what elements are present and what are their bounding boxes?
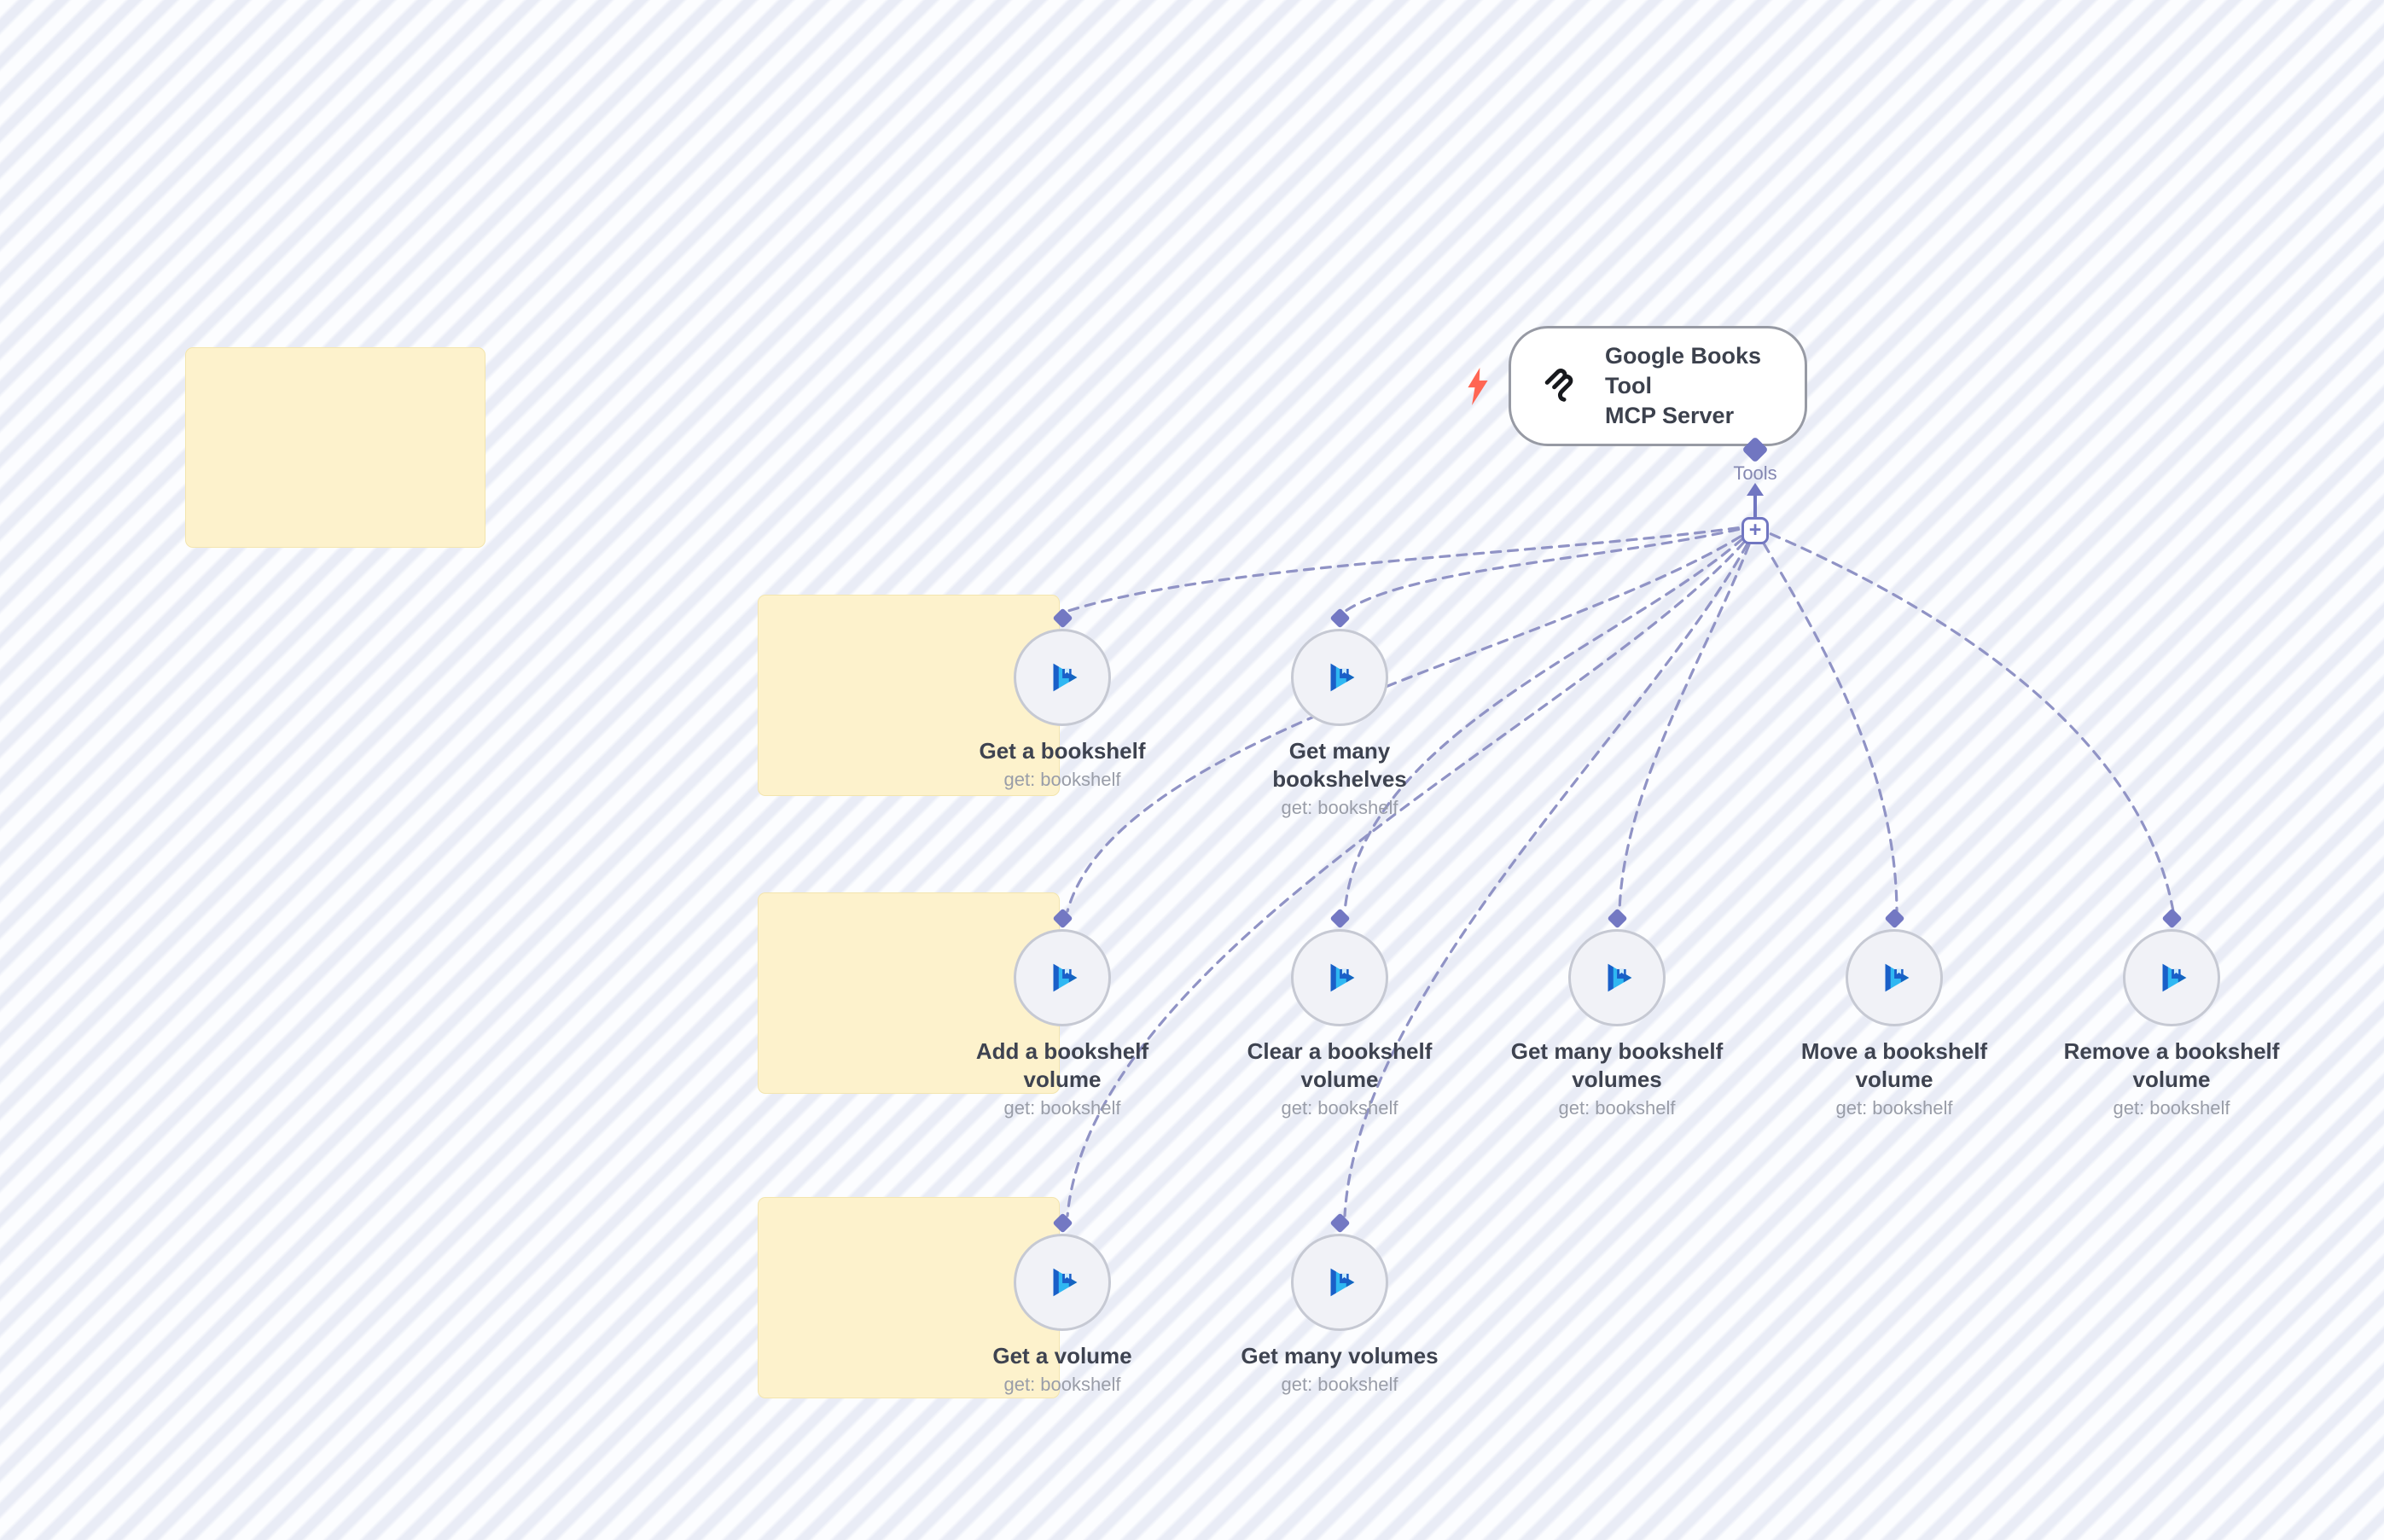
server-title-line2: MCP Server — [1605, 403, 1735, 428]
tool-node-subtitle: get: bookshelf — [2113, 1097, 2230, 1119]
connection-line-get-a-volume[interactable] — [1066, 527, 1757, 1217]
tool-node[interactable]: Get many volumes get: bookshelf — [1220, 1212, 1459, 1396]
sticky-note[interactable] — [185, 347, 486, 548]
input-connector-diamond-icon[interactable] — [1329, 1212, 1351, 1234]
arrow-up-icon — [1747, 483, 1764, 496]
mcp-logo-icon — [1544, 368, 1573, 402]
google-books-icon — [2162, 963, 2187, 992]
tool-node[interactable]: Get many bookshelf volumes get: bookshel… — [1497, 908, 1736, 1119]
server-title-line1: Google Books Tool — [1605, 343, 1762, 398]
add-tool-connection-button[interactable]: + — [1741, 517, 1769, 544]
tool-node-title: Get a bookshelf — [979, 738, 1146, 764]
tool-node-circle[interactable] — [1568, 929, 1666, 1026]
tool-node-subtitle: get: bookshelf — [1003, 1374, 1121, 1395]
tool-node[interactable]: Remove a bookshelf volume get: bookshelf — [2052, 908, 2291, 1119]
tool-node[interactable]: Get a bookshelf get: bookshelf — [943, 607, 1182, 791]
connection-line-remove-a-bookshelf-volume[interactable] — [1753, 526, 2175, 913]
sticky-note[interactable] — [758, 892, 1060, 1094]
tool-node-title: Get many volumes — [1241, 1343, 1439, 1369]
lightning-bolt-icon — [1468, 368, 1488, 405]
tool-node-title: Remove a bookshelf volume — [2063, 1038, 2280, 1092]
tool-node-subtitle: get: bookshelf — [1281, 1097, 1398, 1119]
connection-line-move-a-bookshelf-volume[interactable] — [1753, 527, 1898, 913]
tool-node-title: Get many bookshelves — [1272, 738, 1407, 792]
input-connector-diamond-icon[interactable] — [1606, 908, 1628, 929]
google-books-icon — [1053, 663, 1078, 692]
tool-node-circle[interactable] — [1014, 929, 1111, 1026]
tool-node[interactable]: Get many bookshelves get: bookshelf — [1220, 607, 1459, 819]
tool-node-title: Get many bookshelf volumes — [1510, 1038, 1724, 1092]
input-connector-diamond-icon[interactable] — [1883, 908, 1905, 929]
tool-node[interactable]: Clear a bookshelf volume get: bookshelf — [1220, 908, 1459, 1119]
arrow-up-stem — [1753, 493, 1757, 519]
tool-node-title: Clear a bookshelf volume — [1247, 1038, 1433, 1092]
tool-node-circle[interactable] — [1291, 1234, 1388, 1331]
tool-node-title: Get a volume — [992, 1343, 1132, 1369]
input-connector-diamond-icon[interactable] — [1051, 908, 1073, 929]
google-books-icon — [1330, 1268, 1355, 1297]
tool-node-subtitle: get: bookshelf — [1558, 1097, 1676, 1119]
tool-node[interactable]: Get a volume get: bookshelf — [943, 1212, 1182, 1396]
connection-line-get-a-bookshelf[interactable] — [1067, 524, 1757, 613]
google-books-icon — [1330, 963, 1355, 992]
tool-node-subtitle: get: bookshelf — [1003, 769, 1121, 790]
sticky-note[interactable] — [758, 1197, 1060, 1398]
tool-node-subtitle: get: bookshelf — [1281, 797, 1398, 818]
tool-node-title: Move a bookshelf volume — [1800, 1038, 1988, 1092]
connection-line-get-many-bookshelf-volumes[interactable] — [1618, 527, 1757, 913]
tool-node-subtitle: get: bookshelf — [1281, 1374, 1398, 1395]
tool-node-circle[interactable] — [1014, 629, 1111, 726]
tool-node-circle[interactable] — [1014, 1234, 1111, 1331]
input-connector-diamond-icon[interactable] — [2160, 908, 2183, 929]
input-connector-diamond-icon[interactable] — [1051, 1212, 1073, 1234]
sticky-note[interactable] — [758, 595, 1060, 796]
google-books-icon — [1330, 663, 1355, 692]
google-books-icon — [1885, 963, 1910, 992]
tool-node-circle[interactable] — [1846, 929, 1943, 1026]
connection-line-get-many-volumes[interactable] — [1343, 527, 1757, 1217]
tool-node[interactable]: Add a bookshelf volume get: bookshelf — [943, 908, 1182, 1119]
tool-node[interactable]: Move a bookshelf volume get: bookshelf — [1775, 908, 2014, 1119]
input-connector-diamond-icon[interactable] — [1051, 607, 1073, 629]
input-connector-diamond-icon[interactable] — [1329, 908, 1351, 929]
input-connector-diamond-icon[interactable] — [1329, 607, 1351, 629]
mcp-server-node[interactable]: Google Books Tool MCP Server — [1509, 326, 1807, 446]
server-node-title: Google Books Tool MCP Server — [1605, 341, 1782, 431]
google-books-icon — [1608, 963, 1632, 992]
connection-line-get-many-bookshelves[interactable] — [1344, 524, 1757, 613]
tool-node-circle[interactable] — [2123, 929, 2220, 1026]
google-books-icon — [1053, 963, 1078, 992]
tool-node-circle[interactable] — [1291, 629, 1388, 726]
tool-node-subtitle: get: bookshelf — [1835, 1097, 1953, 1119]
google-books-icon — [1053, 1268, 1078, 1297]
tool-node-subtitle: get: bookshelf — [1003, 1097, 1121, 1119]
connection-line-clear-a-bookshelf-volume[interactable] — [1343, 526, 1757, 913]
tools-output-label: Tools — [1733, 462, 1777, 484]
tool-node-title: Add a bookshelf volume — [975, 1038, 1149, 1092]
tool-node-circle[interactable] — [1291, 929, 1388, 1026]
